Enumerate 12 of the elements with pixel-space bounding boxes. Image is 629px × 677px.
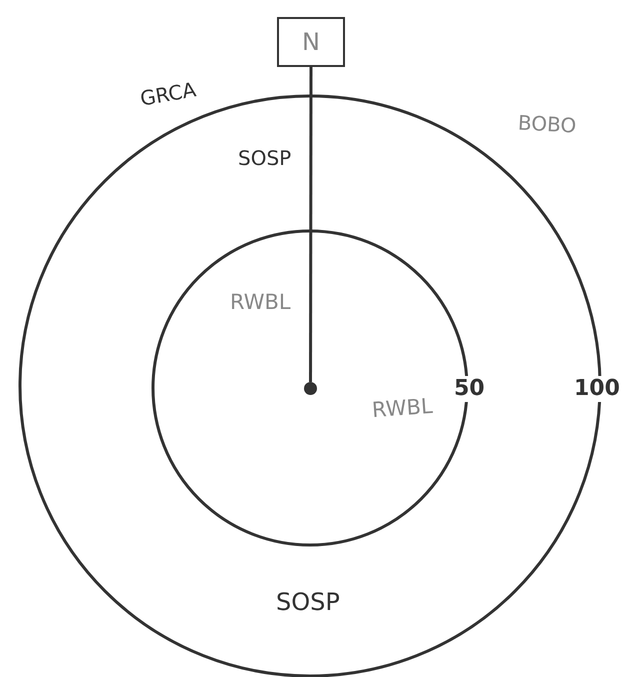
species-code: SOSP: [276, 590, 340, 614]
distance-label: 50: [454, 376, 485, 402]
species-code: RWBL: [230, 292, 291, 313]
connector-line: [309, 67, 312, 382]
direction-box: [277, 17, 345, 67]
center-point: [304, 382, 317, 395]
species-code: GRCA: [138, 79, 198, 109]
north-label: N: [302, 28, 320, 56]
species-code: BOBO: [518, 112, 577, 136]
distance-label: 100: [574, 376, 620, 402]
species-code: RWBL: [371, 396, 434, 422]
species-code: SOSP: [238, 148, 292, 168]
